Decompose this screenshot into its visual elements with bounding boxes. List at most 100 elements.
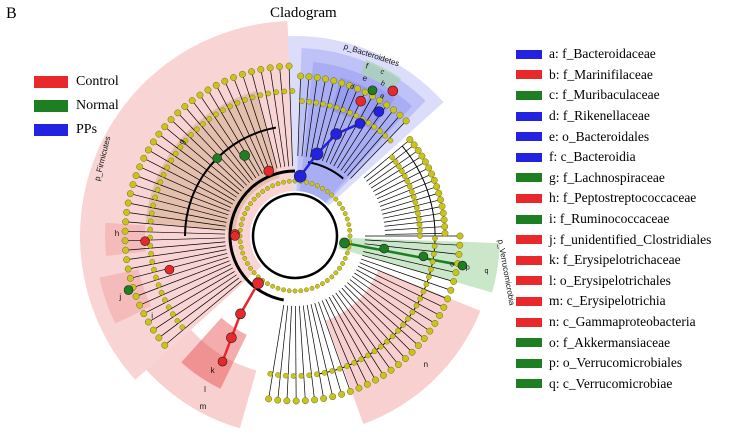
inner-node [320, 101, 326, 107]
inner-node [333, 104, 340, 111]
leaf-node [431, 319, 439, 327]
inner-node [384, 338, 390, 345]
branch-line [132, 184, 229, 216]
taxa-legend-label: e: o_Bacteroidales [549, 128, 650, 144]
branch-line [177, 112, 247, 186]
significant-node [418, 251, 429, 262]
branch-line [325, 88, 358, 163]
inner-node [353, 112, 360, 119]
inner-node [313, 99, 319, 106]
cladogram-branches [125, 66, 463, 401]
branch-line [128, 202, 227, 223]
branch-line [125, 221, 226, 231]
leaf-node [188, 97, 196, 105]
inner-node [389, 333, 396, 340]
leaf-node [425, 164, 433, 172]
backbone-node [240, 250, 246, 256]
inner-node [220, 107, 226, 113]
branch-line [347, 282, 419, 346]
backbone-node [342, 255, 348, 261]
branch-line [310, 304, 334, 397]
taxa-legend-label: l: o_Erysipelotrichales [549, 272, 671, 288]
inner-node [257, 92, 264, 98]
inner-node [281, 88, 288, 95]
branch-line [384, 233, 445, 235]
leaf-node [338, 390, 346, 398]
inner-node [428, 266, 434, 273]
taxa-legend-item: a: f_Bacteroidaceae [516, 44, 711, 65]
backbone-node [329, 274, 335, 280]
leaf-node [122, 246, 130, 254]
backbone-node [286, 288, 292, 294]
branch-line [143, 267, 233, 315]
leaf-node [338, 79, 346, 87]
branch-line [349, 279, 425, 339]
taxa-color-swatch [516, 49, 542, 59]
leaf-node [140, 310, 148, 318]
leaf-node [420, 335, 428, 342]
inner-node [179, 324, 186, 331]
taxa-color-swatch [516, 358, 542, 368]
taxa-legend-label: p: o_Verrucomicrobiales [549, 355, 683, 371]
branch-line [384, 219, 445, 227]
normal-highlight-path [344, 241, 463, 267]
branch-line [375, 167, 429, 196]
control-swatch [34, 76, 68, 88]
branch-line [382, 199, 441, 215]
inner-node [371, 123, 378, 130]
leaf-node [126, 190, 134, 198]
inner-node [165, 304, 172, 310]
clade-label-c: c [379, 68, 386, 76]
inner-node [151, 266, 157, 273]
inner-node [382, 132, 389, 139]
taxa-legend-item: i: f_Ruminococcaceae [516, 209, 711, 230]
panel-letter: B [6, 5, 17, 22]
backbone-node [337, 201, 342, 207]
leaf-node [355, 384, 363, 392]
leaf-node [376, 96, 384, 104]
leaf-node [456, 232, 464, 240]
leaf-node [390, 106, 397, 114]
leaf-node [181, 103, 189, 110]
leaf-node [129, 181, 137, 189]
leaf-node [426, 327, 434, 335]
backbone-node [304, 179, 309, 185]
significant-node [457, 260, 468, 271]
leaf-node [301, 397, 309, 405]
clade-label-q: q [484, 268, 488, 275]
leaf-node [276, 63, 284, 71]
branch-line [357, 265, 444, 308]
branch-line [359, 262, 448, 300]
significant-node [252, 277, 264, 290]
backbone-node [242, 255, 248, 261]
taxa-legend-label: h: f_Peptostreptococcaceae [549, 190, 697, 206]
branch-line [360, 258, 451, 291]
leaf-node [144, 146, 152, 154]
branch-line [337, 100, 381, 169]
significant-node [239, 150, 250, 161]
branch-line [314, 80, 335, 159]
inner-node [149, 258, 156, 265]
backbone-node [320, 281, 325, 287]
significant-node [235, 308, 246, 320]
backbone-node [238, 245, 244, 250]
leaf-node [174, 109, 182, 117]
branch-line [299, 305, 306, 401]
leaf-node [437, 196, 444, 204]
backbone-node [309, 285, 315, 291]
backbone-node [342, 211, 348, 217]
inner-node [429, 258, 436, 265]
branch-line [158, 277, 240, 339]
taxa-legend-label: g: f_Lachnospiraceae [549, 169, 665, 185]
taxa-color-swatch [516, 70, 542, 80]
inner-node [410, 194, 417, 200]
backbone-node [324, 189, 330, 194]
taxa-legend-item: b: f_Marinifilaceae [516, 65, 711, 86]
inner-node [154, 186, 161, 193]
inner-node [347, 109, 353, 116]
group-legend: Control Normal PPs [34, 70, 119, 142]
taxa-color-swatch [516, 152, 542, 162]
backbone-node [344, 216, 350, 222]
inner-node [172, 150, 179, 157]
